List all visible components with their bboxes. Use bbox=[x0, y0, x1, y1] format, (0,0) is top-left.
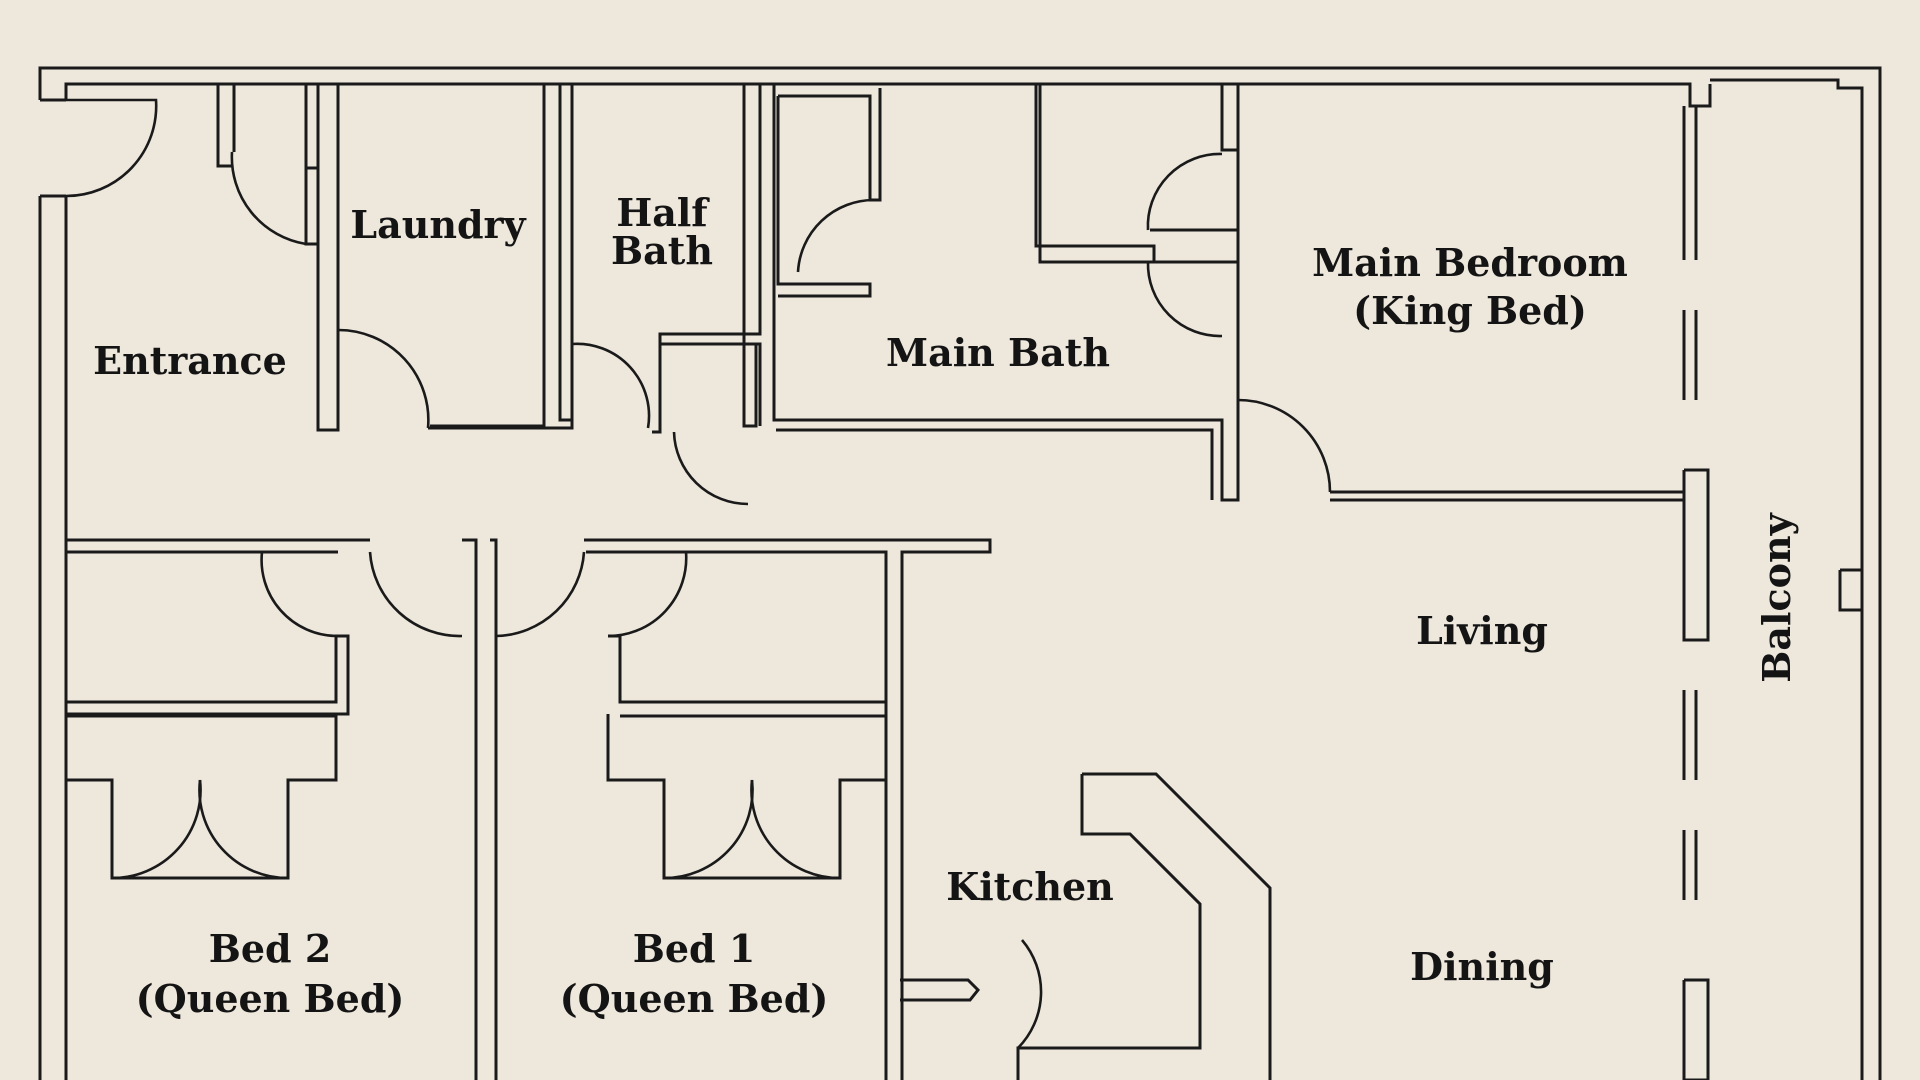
label-bed2-line2: (Queen Bed) bbox=[136, 976, 405, 1021]
bed2-closet-door bbox=[260, 551, 337, 638]
label-half-bath-line2: Bath bbox=[611, 228, 713, 273]
kitchen-pantry-door bbox=[1017, 939, 1043, 1049]
main-bath-door bbox=[796, 198, 875, 273]
label-main-bedroom-line1: Main Bedroom bbox=[1312, 240, 1628, 285]
main-bedroom-door bbox=[1237, 398, 1332, 493]
bed1-door bbox=[495, 551, 586, 638]
label-bed1-line1: Bed 1 bbox=[633, 926, 756, 971]
hall-closet-door bbox=[672, 431, 749, 506]
label-balcony: Balcony bbox=[1754, 512, 1799, 682]
label-kitchen: Kitchen bbox=[946, 864, 1114, 909]
doors bbox=[65, 98, 1332, 1049]
label-half-bath-line1: Half bbox=[616, 190, 710, 235]
label-entrance: Entrance bbox=[93, 338, 287, 383]
label-main-bedroom-line2: (King Bed) bbox=[1353, 288, 1587, 333]
main-bedroom-bath-door-1 bbox=[1146, 152, 1223, 231]
main-bedroom-bath-door-2 bbox=[1146, 261, 1223, 338]
label-laundry: Laundry bbox=[350, 202, 526, 247]
bed1-closet-door bbox=[607, 551, 688, 638]
front-door bbox=[65, 98, 158, 198]
entrance-closet-door bbox=[230, 151, 307, 246]
label-bed2-line1: Bed 2 bbox=[209, 926, 332, 971]
label-dining: Dining bbox=[1410, 944, 1554, 989]
label-bed1-line2: (Queen Bed) bbox=[560, 976, 829, 1021]
bed2-door bbox=[368, 551, 463, 638]
half-bath-door bbox=[571, 342, 651, 429]
label-main-bath: Main Bath bbox=[886, 330, 1110, 375]
bed1-closet-right-door bbox=[750, 779, 841, 880]
walls bbox=[38, 66, 1882, 1080]
label-living: Living bbox=[1416, 608, 1548, 653]
bed2-closet-right-door bbox=[198, 779, 289, 880]
laundry-door bbox=[337, 328, 430, 429]
room-labels: Entrance Laundry Half Bath Main Bath Mai… bbox=[93, 190, 1799, 1021]
